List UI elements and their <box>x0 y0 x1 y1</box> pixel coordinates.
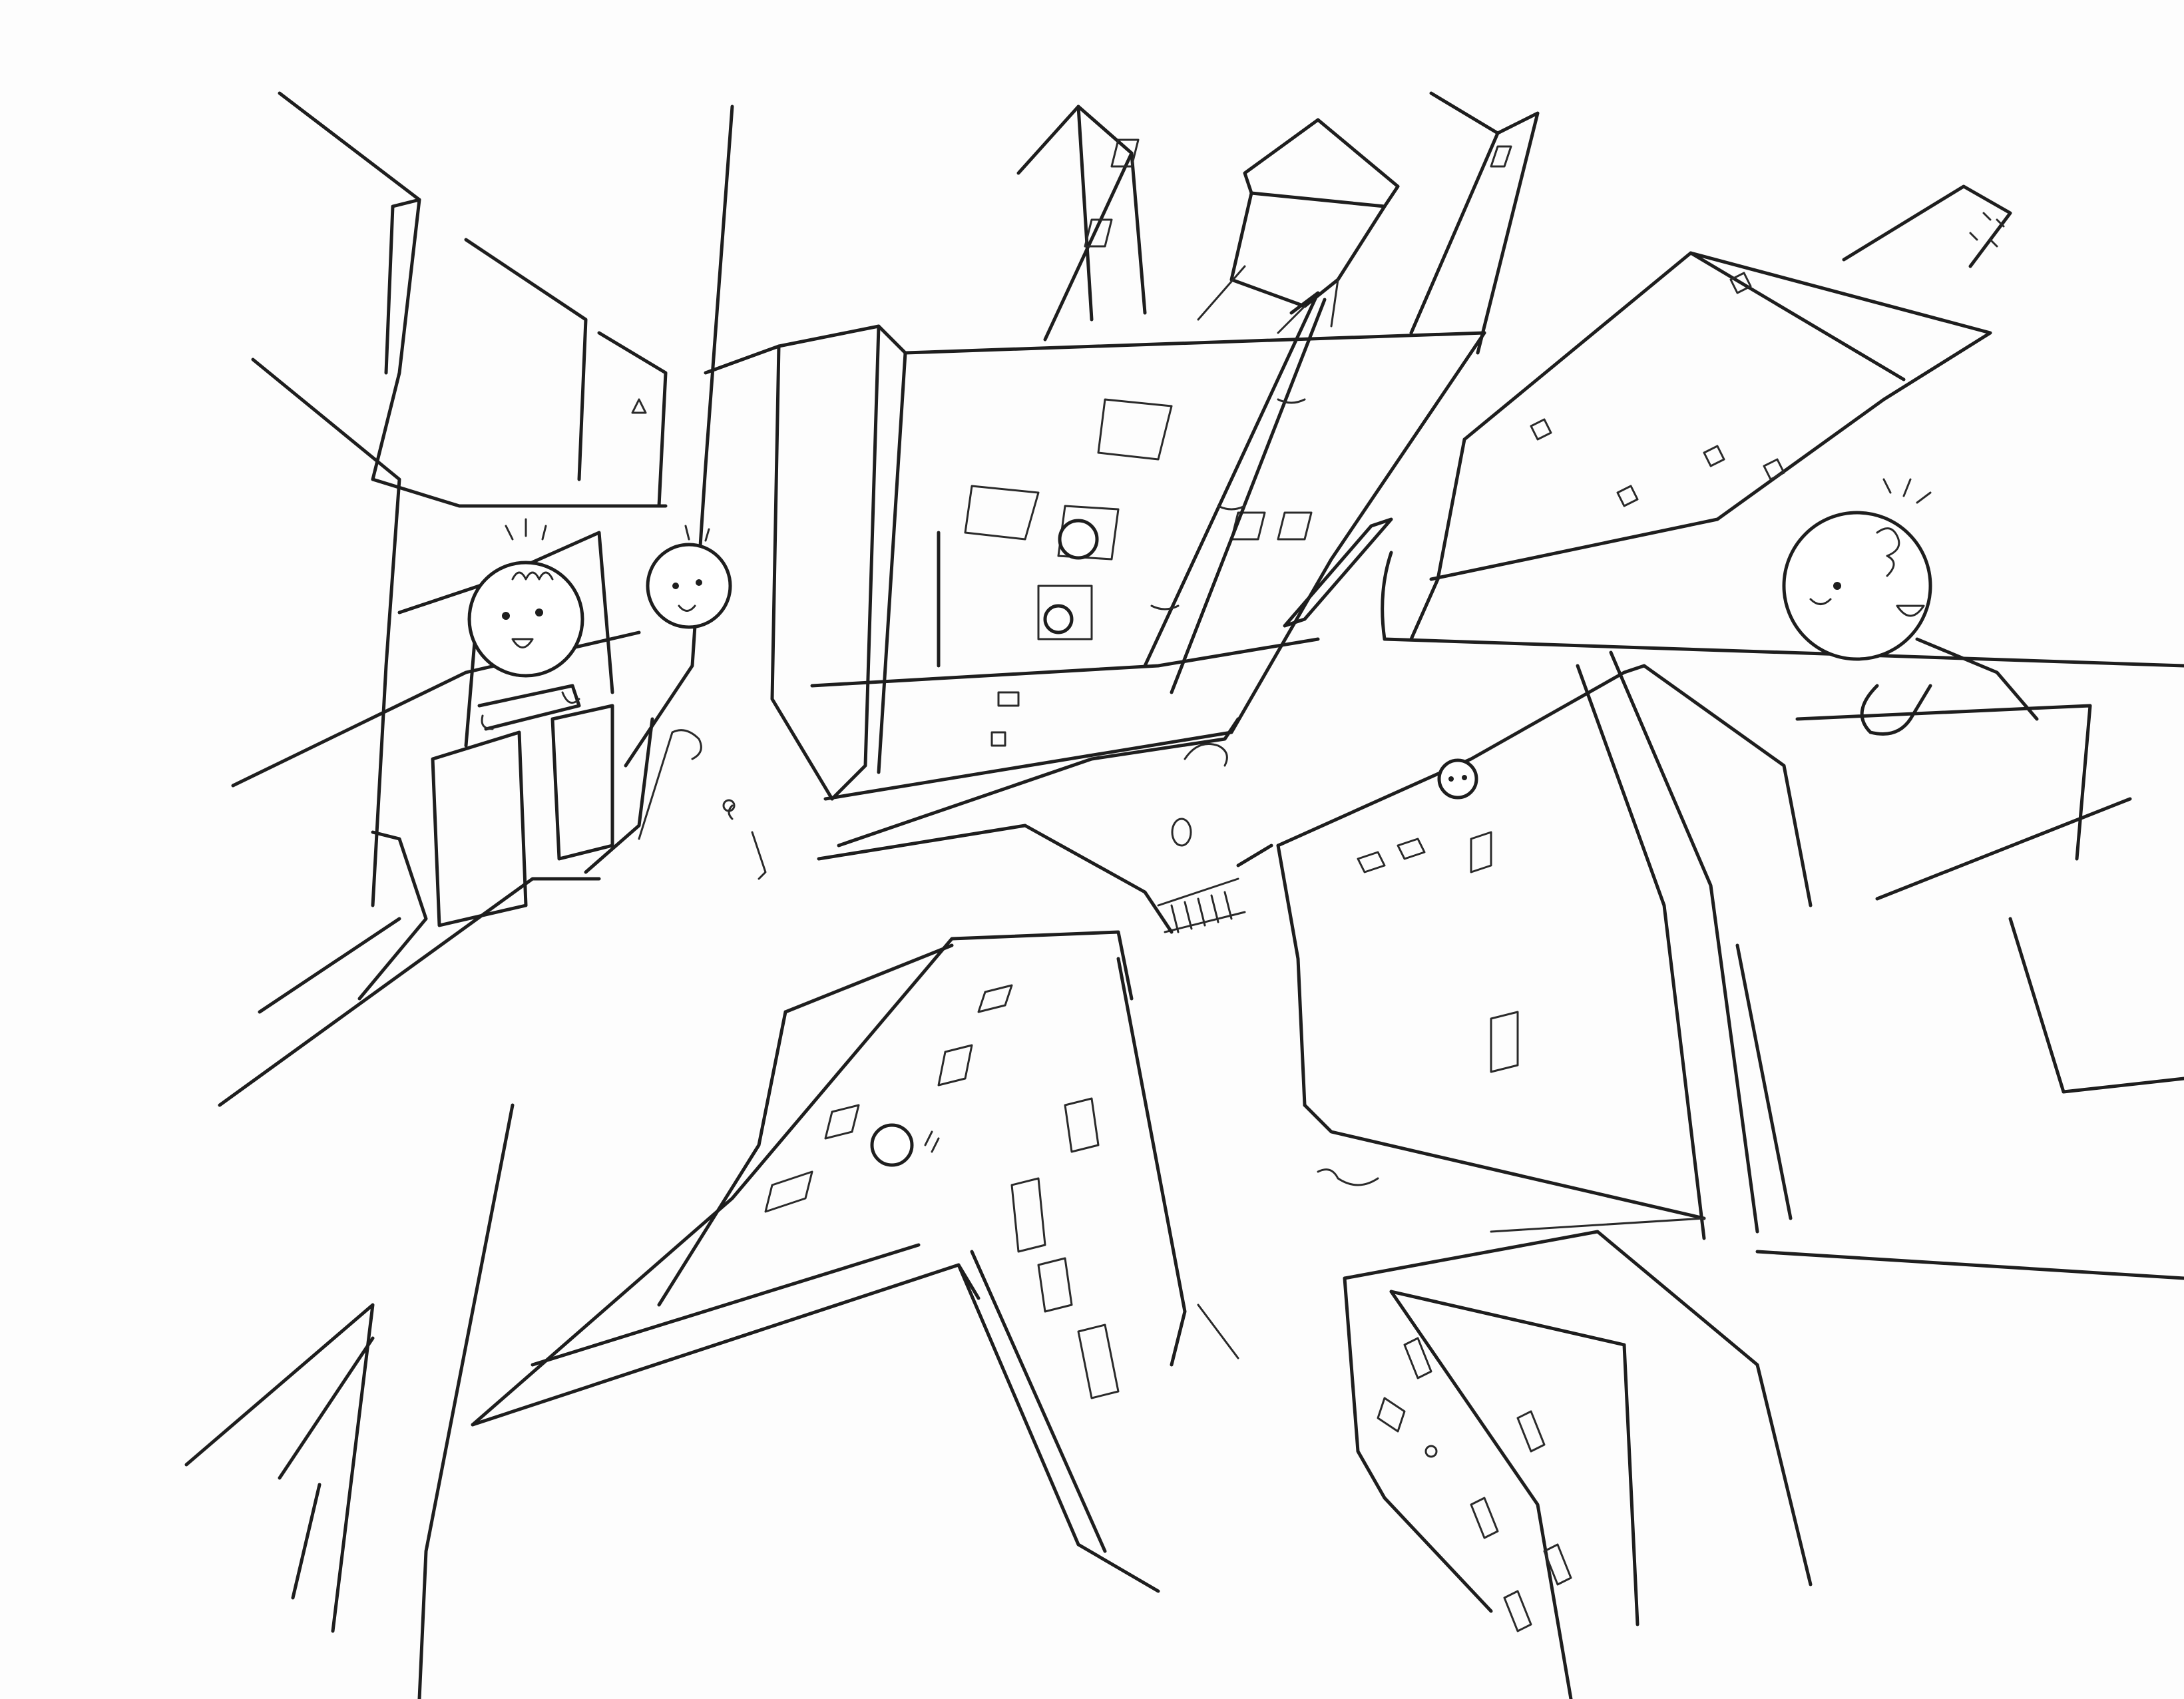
right-top-building <box>1381 251 2184 668</box>
corner-character <box>646 525 732 629</box>
water-tower <box>1197 118 1400 334</box>
left-window-character <box>467 518 584 731</box>
right-character <box>1782 478 2039 736</box>
center-building <box>704 291 1486 848</box>
street-lamps <box>638 729 1379 1186</box>
character-face <box>1782 511 1932 661</box>
right-middle-building <box>1276 650 2184 1280</box>
back-towers <box>1016 91 2012 355</box>
left-building <box>184 91 734 1699</box>
bottom-center-building <box>471 930 1187 1593</box>
street-lines <box>817 824 1705 1359</box>
bottom-right-building <box>1343 1230 1813 1699</box>
character-face <box>646 543 732 629</box>
character-face <box>467 561 584 678</box>
crosswalk <box>1157 877 1246 933</box>
